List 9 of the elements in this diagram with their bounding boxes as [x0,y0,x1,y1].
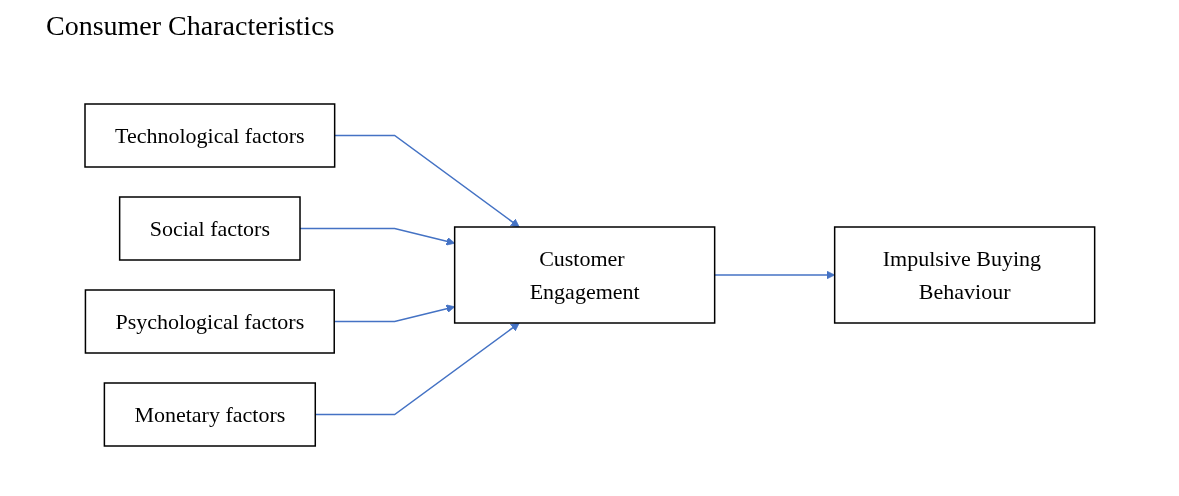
node-box: Customer Engagement [453,226,716,324]
node-box: Monetary factors [103,382,316,447]
node-box: Psychological factors [84,289,335,354]
arrow [314,322,520,416]
node-box: Social factors [118,196,301,261]
node-box: Technological factors [83,103,336,168]
diagram-title: Consumer Characteristics [46,10,335,42]
node-box: Impulsive Buying Behaviour [833,226,1096,324]
arrow [333,304,455,323]
